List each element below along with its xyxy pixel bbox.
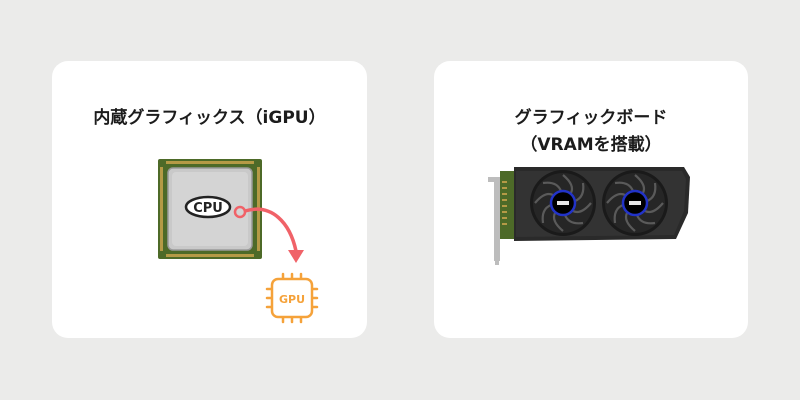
graphics-board-card: グラフィックボード （VRAMを搭載） <box>434 61 748 338</box>
integrated-graphics-card: 内蔵グラフィックス（iGPU） CPU <box>52 61 367 338</box>
fan-left-icon <box>530 170 596 236</box>
graphics-board-title: グラフィックボード （VRAMを搭載） <box>434 105 748 159</box>
graphics-board-title-line1: グラフィックボード <box>514 108 668 128</box>
integrated-graphics-title: 内蔵グラフィックス（iGPU） <box>93 108 326 128</box>
graphics-card-icon <box>488 167 690 265</box>
gpu-chip-icon: GPU <box>265 272 319 324</box>
cpu-label: CPU <box>193 201 223 216</box>
cpu-diagram: CPU GPU <box>158 159 319 324</box>
fan-right-icon <box>602 170 668 236</box>
cpu-to-gpu-arrow <box>233 205 304 263</box>
gpu-label: GPU <box>279 293 305 306</box>
graphics-board-title-line2: （VRAMを搭載） <box>520 135 662 155</box>
io-bracket <box>488 177 500 265</box>
